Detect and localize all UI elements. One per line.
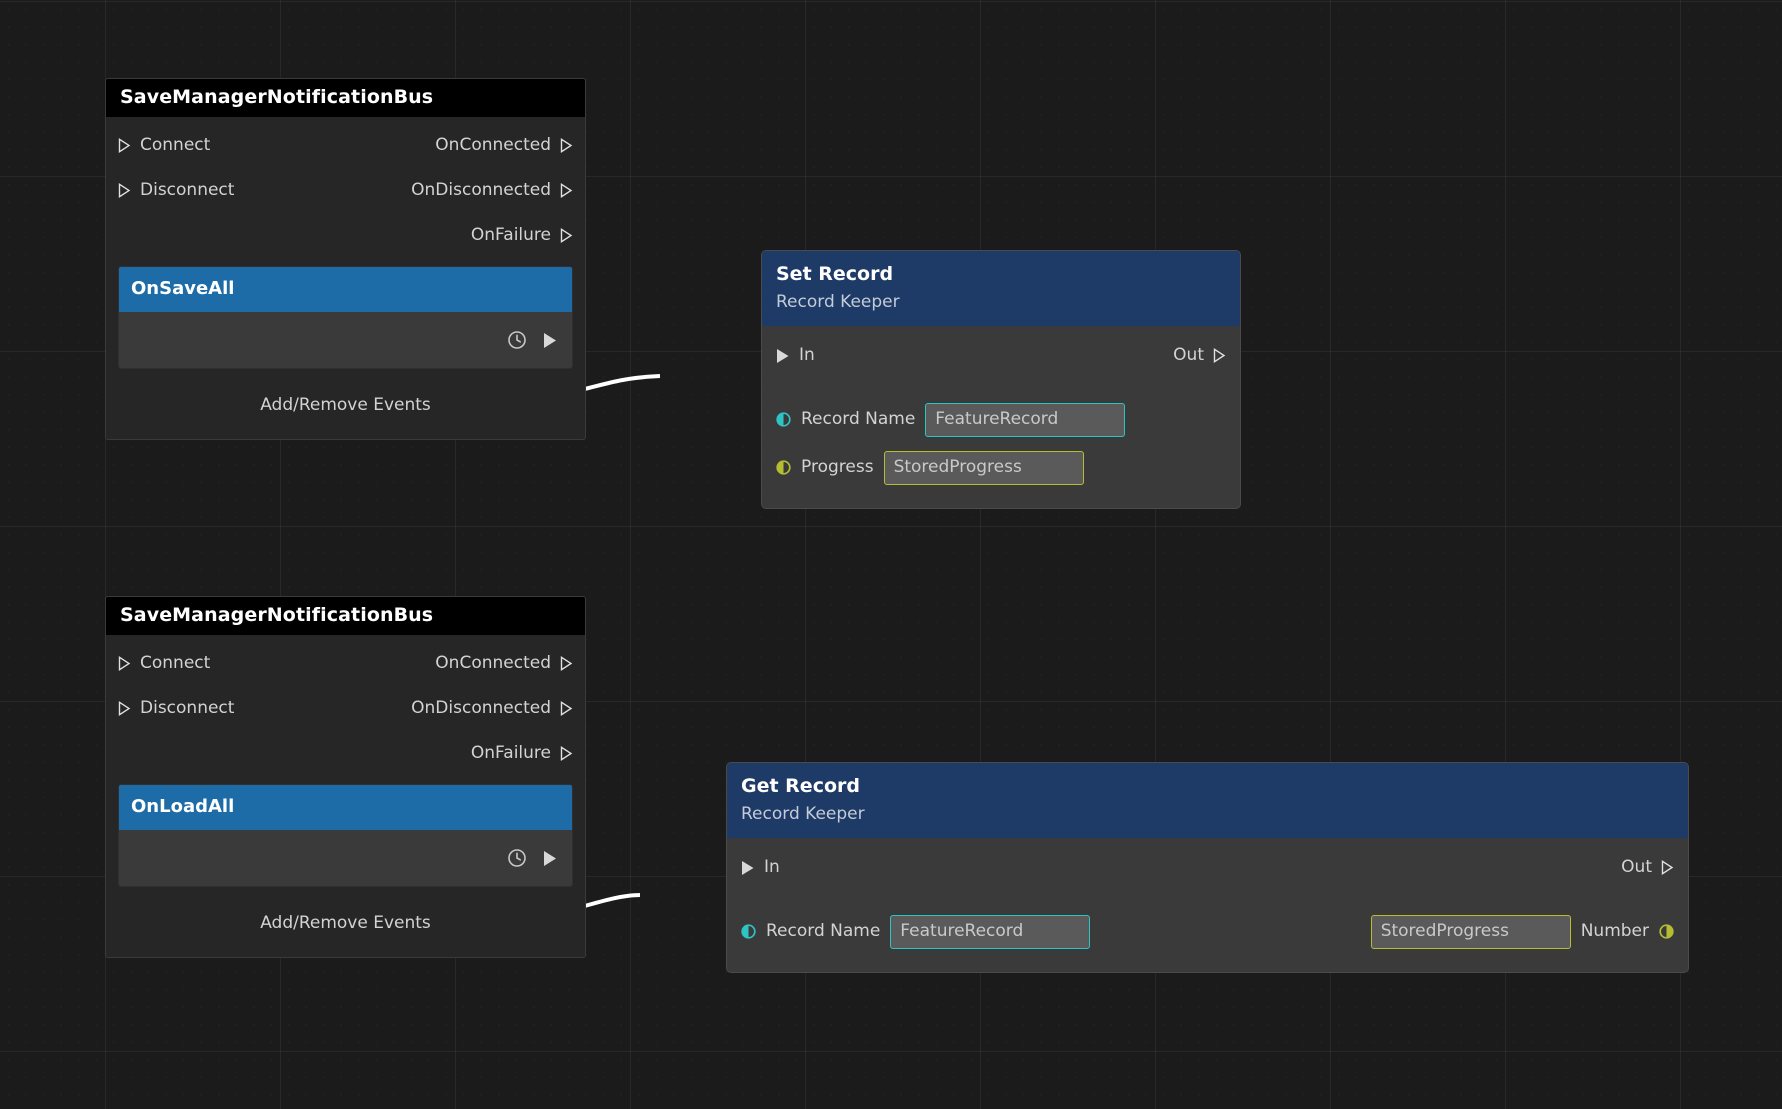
add-remove-events-button[interactable]: Add/Remove Events xyxy=(260,913,431,933)
param-value-record-name[interactable]: FeatureRecord xyxy=(925,402,1126,437)
param-label-record-name: Record Name xyxy=(801,409,916,430)
node-body: In Out Record Name FeatureRecord Store xyxy=(727,838,1688,972)
exec-out-label: Out xyxy=(1173,345,1204,366)
node-title: SaveManagerNotificationBus xyxy=(106,79,585,117)
pin-label-disconnect: Disconnect xyxy=(140,698,235,718)
execution-triangle-icon[interactable] xyxy=(118,701,131,716)
exec-out-label: Out xyxy=(1621,857,1652,878)
event-name: OnSaveAll xyxy=(119,267,572,312)
pin-label-onconnected: OnConnected xyxy=(435,135,551,155)
execution-out-triangle-icon[interactable] xyxy=(1661,860,1674,876)
return-value-stored-progress[interactable]: StoredProgress xyxy=(1370,914,1571,949)
node-title: SaveManagerNotificationBus xyxy=(106,597,585,635)
execution-triangle-icon[interactable] xyxy=(560,701,573,716)
param-label-record-name: Record Name xyxy=(766,921,881,942)
pin-row-disconnect[interactable]: Disconnect OnDisconnected xyxy=(106,686,585,731)
node-header: Get Record Record Keeper xyxy=(727,763,1688,838)
pin-row-onfailure[interactable]: OnFailure xyxy=(106,213,585,258)
execution-triangle-icon[interactable] xyxy=(560,746,573,761)
param-row-record-name: Record Name FeatureRecord xyxy=(762,396,1240,444)
node-save-manager-notification-bus-save[interactable]: SaveManagerNotificationBus Connect OnCon… xyxy=(105,78,586,440)
clock-icon[interactable] xyxy=(507,330,527,350)
event-body xyxy=(119,830,572,886)
exec-in-label: In xyxy=(764,857,780,878)
param-label-progress: Progress xyxy=(801,457,874,478)
pin-label-onconnected: OnConnected xyxy=(435,653,551,673)
execution-triangle-icon[interactable] xyxy=(560,138,573,153)
node-save-manager-notification-bus-load[interactable]: SaveManagerNotificationBus Connect OnCon… xyxy=(105,596,586,958)
execution-triangle-icon[interactable] xyxy=(118,138,131,153)
node-title: Get Record xyxy=(741,775,860,797)
clock-icon[interactable] xyxy=(507,848,527,868)
node-body: Connect OnConnected Disconnect xyxy=(106,635,585,957)
play-triangle-icon[interactable] xyxy=(543,850,558,867)
pin-label-connect: Connect xyxy=(140,653,211,673)
pin-label-ondisconnected: OnDisconnected xyxy=(411,180,551,200)
pin-row-connect[interactable]: Connect OnConnected xyxy=(106,123,585,168)
param-value-record-name[interactable]: FeatureRecord xyxy=(890,914,1091,949)
pin-label-connect: Connect xyxy=(140,135,211,155)
node-header: Set Record Record Keeper xyxy=(762,251,1240,326)
execution-triangle-icon[interactable] xyxy=(118,183,131,198)
execution-triangle-icon[interactable] xyxy=(118,656,131,671)
param-row-progress: Progress StoredProgress xyxy=(762,444,1240,492)
play-triangle-icon[interactable] xyxy=(543,332,558,349)
add-remove-events-button[interactable]: Add/Remove Events xyxy=(260,395,431,415)
number-pin-icon[interactable] xyxy=(1659,924,1674,939)
pin-label-ondisconnected: OnDisconnected xyxy=(411,698,551,718)
node-subtitle: Record Keeper xyxy=(776,291,900,312)
return-label-number: Number xyxy=(1580,921,1649,942)
number-pin-icon[interactable] xyxy=(776,460,791,475)
param-return-row: Record Name FeatureRecord StoredProgress… xyxy=(727,908,1688,956)
string-pin-icon[interactable] xyxy=(741,924,756,939)
event-body xyxy=(119,312,572,368)
exec-row-in-out: In Out xyxy=(727,846,1688,890)
execution-triangle-icon[interactable] xyxy=(560,228,573,243)
node-title: Set Record xyxy=(776,263,894,285)
param-value-progress[interactable]: StoredProgress xyxy=(883,450,1084,485)
event-block-onsaveall[interactable]: OnSaveAll xyxy=(118,266,573,369)
exec-in-label: In xyxy=(799,345,815,366)
node-body: In Out Record Name FeatureRecord xyxy=(762,326,1240,508)
node-subtitle: Record Keeper xyxy=(741,803,865,824)
event-block-onloadall[interactable]: OnLoadAll xyxy=(118,784,573,887)
node-set-record[interactable]: Set Record Record Keeper In Out xyxy=(761,250,1241,509)
exec-row-in-out: In Out xyxy=(762,334,1240,378)
execution-triangle-icon[interactable] xyxy=(560,656,573,671)
node-get-record[interactable]: Get Record Record Keeper In Out xyxy=(726,762,1689,973)
pin-label-onfailure: OnFailure xyxy=(470,743,551,763)
pin-row-connect[interactable]: Connect OnConnected xyxy=(106,641,585,686)
execution-out-triangle-icon[interactable] xyxy=(1213,348,1226,364)
event-name: OnLoadAll xyxy=(119,785,572,830)
pin-row-onfailure[interactable]: OnFailure xyxy=(106,731,585,776)
pin-label-onfailure: OnFailure xyxy=(470,225,551,245)
pin-row-disconnect[interactable]: Disconnect OnDisconnected xyxy=(106,168,585,213)
pin-label-disconnect: Disconnect xyxy=(140,180,235,200)
execution-in-triangle-icon[interactable] xyxy=(741,860,755,876)
string-pin-icon[interactable] xyxy=(776,412,791,427)
execution-in-triangle-icon[interactable] xyxy=(776,348,790,364)
node-body: Connect OnConnected Disconnect xyxy=(106,117,585,439)
execution-triangle-icon[interactable] xyxy=(560,183,573,198)
